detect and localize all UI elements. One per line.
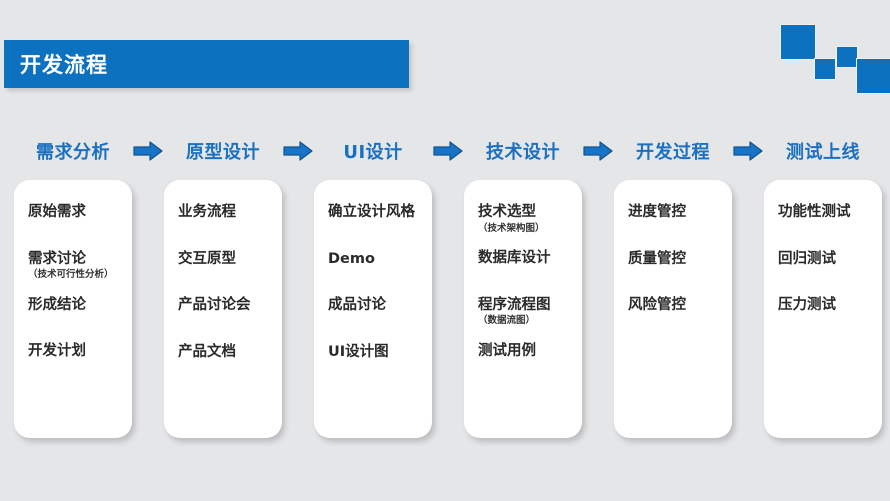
arrow-right-icon <box>132 141 164 161</box>
list-item[interactable]: 测试用例 <box>464 343 582 360</box>
list-item-label: 测试用例 <box>478 342 536 359</box>
stage-header-row: 需求分析 原型设计 UI设计 技术设计 开发过程 测试上线 <box>14 132 880 170</box>
stage-card-4[interactable]: 技术选型 （技术架构图） 数据库设计程序流程图 （数据流图） 测试用例 <box>464 180 582 438</box>
list-item[interactable]: 原始需求 <box>14 204 132 221</box>
arrow-right-icon <box>432 141 464 161</box>
list-item[interactable]: UI设计图 <box>314 344 432 361</box>
page-title: 开发流程 <box>20 53 108 77</box>
list-item-label: 成品讨论 <box>328 297 386 314</box>
list-item-label: 风险管控 <box>628 297 686 314</box>
stage-header-5: 开发过程 <box>636 142 710 163</box>
list-item-sublabel: （技术架构图） <box>478 222 545 234</box>
list-item[interactable]: Demo <box>314 251 432 268</box>
list-item-label: UI设计图 <box>328 344 389 361</box>
list-item[interactable]: 成品讨论 <box>314 297 432 314</box>
list-item[interactable]: 产品讨论会 <box>164 297 282 314</box>
list-item[interactable]: 技术选型 （技术架构图） <box>464 204 582 234</box>
arrow-right-icon <box>282 141 314 161</box>
list-item-label: 质量管控 <box>628 250 686 267</box>
list-item[interactable]: 进度管控 <box>614 204 732 221</box>
list-item-label: 需求讨论 <box>28 250 86 267</box>
stage-card-6[interactable]: 功能性测试回归测试压力测试 <box>764 180 882 438</box>
list-item[interactable]: 质量管控 <box>614 251 732 268</box>
list-item[interactable]: 需求讨论 （技术可行性分析） <box>14 251 132 281</box>
list-item[interactable]: 数据库设计 <box>464 250 582 267</box>
stage-card-3[interactable]: 确立设计风格 Demo 成品讨论 UI设计图 <box>314 180 432 438</box>
list-item-label: 形成结论 <box>28 296 86 313</box>
title-banner: 开发流程 <box>4 40 409 88</box>
list-item[interactable]: 回归测试 <box>764 251 882 268</box>
square-1-icon <box>780 24 816 60</box>
stage-cards-row: 原始需求需求讨论 （技术可行性分析） 形成结论开发计划 业务流程交互原型产品讨论会产品… <box>14 180 882 438</box>
list-item-label: 压力测试 <box>778 297 836 314</box>
stage-header-2: 原型设计 <box>186 142 260 163</box>
list-item-label: 产品讨论会 <box>178 297 251 314</box>
list-item-label: 功能性测试 <box>778 204 851 220</box>
list-item-label: 程序流程图 <box>478 296 551 313</box>
square-4-icon <box>856 58 890 94</box>
stage-header-3: UI设计 <box>343 142 403 163</box>
stage-header-1: 需求分析 <box>36 142 110 163</box>
list-item-label: 技术选型 <box>478 204 536 220</box>
list-item-label: 交互原型 <box>178 250 236 267</box>
list-item[interactable]: 压力测试 <box>764 297 882 314</box>
arrow-right-icon <box>732 141 764 161</box>
stage-header-6: 测试上线 <box>786 142 860 163</box>
list-item-label: 原始需求 <box>28 204 86 220</box>
list-item-sublabel: （数据流图） <box>478 315 536 327</box>
process-flow: 需求分析 原型设计 UI设计 技术设计 开发过程 测试上线 原始需求需求讨论 （技术可行性分… <box>14 132 882 438</box>
list-item-label: 进度管控 <box>628 204 686 220</box>
list-item[interactable]: 业务流程 <box>164 204 282 221</box>
list-item-sublabel: （技术可行性分析） <box>28 269 114 281</box>
stage-card-2[interactable]: 业务流程交互原型产品讨论会产品文档 <box>164 180 282 438</box>
list-item[interactable]: 确立设计风格 <box>314 204 432 221</box>
list-item[interactable]: 产品文档 <box>164 344 282 361</box>
list-item[interactable]: 交互原型 <box>164 251 282 268</box>
square-3-icon <box>836 46 858 68</box>
list-item-label: 确立设计风格 <box>328 204 415 220</box>
list-item[interactable]: 风险管控 <box>614 297 732 314</box>
list-item-label: 业务流程 <box>178 204 236 220</box>
stage-header-4: 技术设计 <box>486 142 560 163</box>
decorative-squares <box>760 0 890 100</box>
list-item-label: 开发计划 <box>28 343 86 360</box>
list-item[interactable]: 形成结论 <box>14 297 132 314</box>
square-2-icon <box>814 58 836 80</box>
stage-card-1[interactable]: 原始需求需求讨论 （技术可行性分析） 形成结论开发计划 <box>14 180 132 438</box>
stage-card-5[interactable]: 进度管控质量管控风险管控 <box>614 180 732 438</box>
list-item-label: 回归测试 <box>778 250 836 267</box>
list-item-label: 数据库设计 <box>478 250 551 267</box>
list-item[interactable]: 程序流程图 （数据流图） <box>464 297 582 327</box>
list-item[interactable]: 功能性测试 <box>764 204 882 221</box>
list-item[interactable]: 开发计划 <box>14 343 132 360</box>
arrow-right-icon <box>582 141 614 161</box>
list-item-label: 产品文档 <box>178 344 236 361</box>
list-item-label: Demo <box>328 250 375 267</box>
